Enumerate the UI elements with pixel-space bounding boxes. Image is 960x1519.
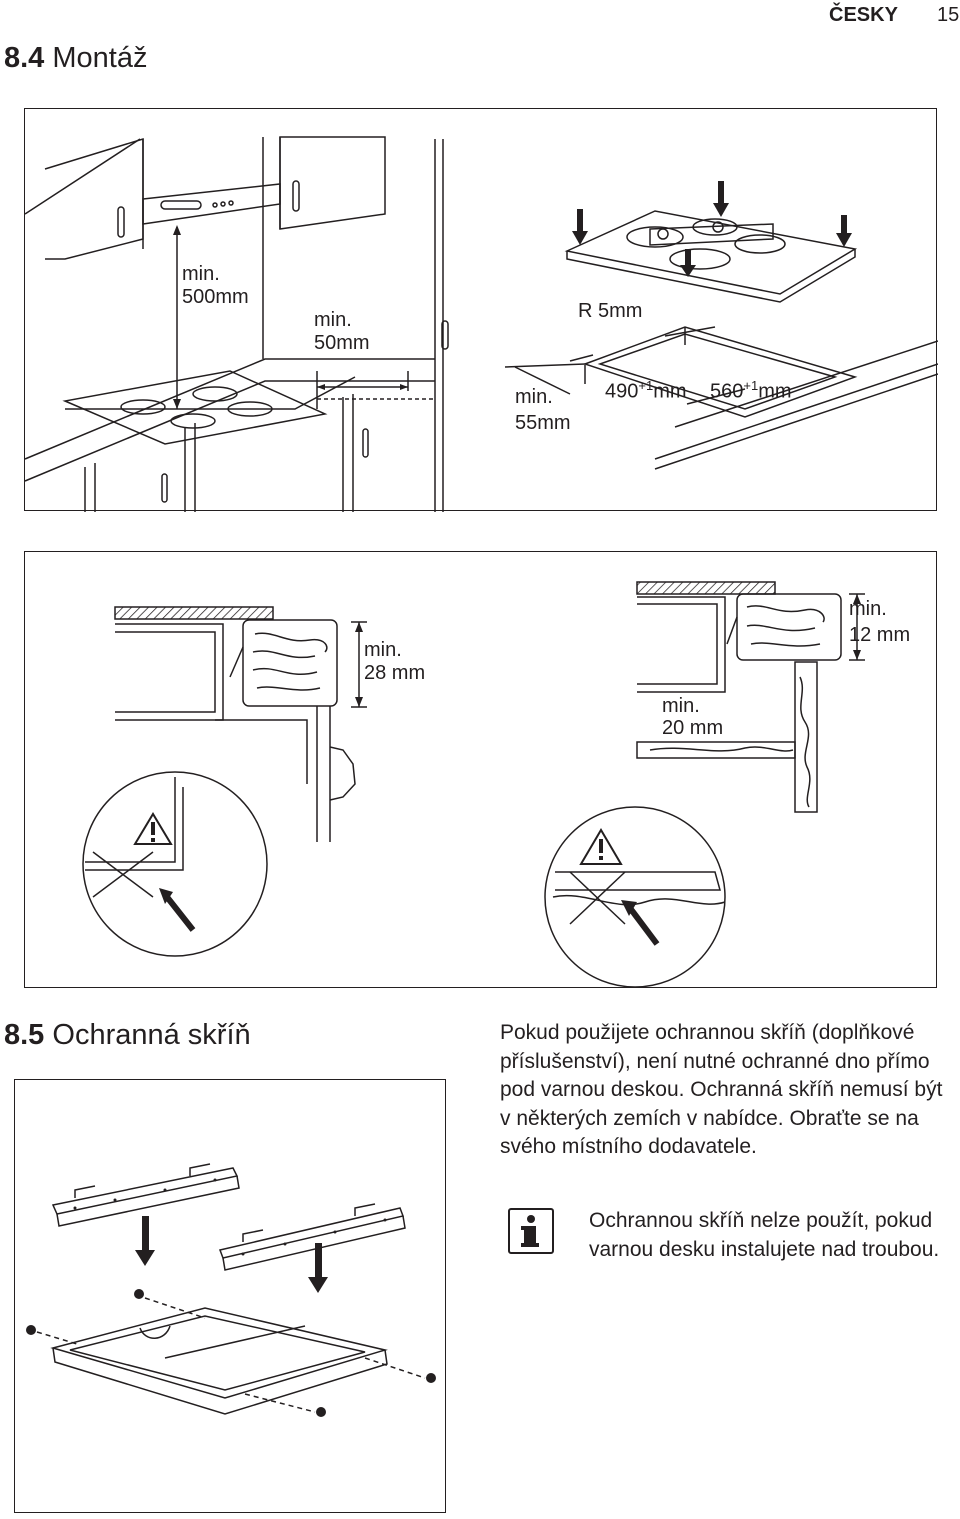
section-title-text: Montáž (52, 42, 148, 74)
side-min-label: min. (314, 309, 352, 331)
page-number: 15 (937, 4, 960, 26)
protective-box-description: Pokud použijete ochrannou skříň (doplňko… (500, 1021, 943, 1158)
cutout-depth-unit: mm (653, 380, 687, 403)
kitchen-installation-illustration (25, 136, 938, 512)
radius-label: R 5mm (578, 300, 643, 322)
right-gap-label: 20 mm (662, 717, 724, 739)
protective-box-illustration (26, 1163, 436, 1417)
right-thickness-label: 12 mm (849, 624, 911, 646)
section-number: 8.5 (4, 1019, 45, 1051)
cutout-width-label: 560+1mm (710, 374, 792, 404)
protective-box-figure (14, 1079, 446, 1513)
hood-min-label: min. (182, 263, 220, 285)
left-thickness-label: 28 mm (364, 662, 426, 684)
cutout-depth-value: 490 (605, 380, 639, 403)
section-number: 8.4 (4, 42, 45, 74)
info-icon (503, 1207, 561, 1255)
edge-distance-label: 55mm (515, 412, 571, 434)
section-title-ochranna-skrin: 8.5 Ochranná skříň (4, 1019, 251, 1052)
side-distance-label: 50mm (314, 332, 370, 354)
installation-distances-figure: min. 500mm min. 50mm R 5mm min. 55mm 490… (24, 108, 938, 512)
left-min-label: min. (364, 639, 402, 661)
cutout-depth-label: 490+1mm (605, 374, 687, 404)
language-label: ČESKY (829, 4, 898, 26)
info-note: Ochrannou skříň nelze použít, pokud varn… (589, 1209, 940, 1261)
section-title-text: Ochranná skříň (52, 1019, 251, 1051)
edge-min-label: min. (515, 386, 553, 408)
section-title-montaz: 8.4 Montáž (4, 42, 148, 75)
right-min12-label: min. (849, 598, 887, 620)
section-detail-illustration (82, 581, 865, 988)
cutout-width-unit: mm (758, 380, 792, 403)
worktop-section-figure: min. 28 mm min. 12 mm min. 20 mm (24, 551, 937, 988)
cutout-width-tolerance: +1 (743, 378, 759, 393)
cutout-width-value: 560 (710, 380, 744, 403)
right-min20-label: min. (662, 695, 700, 717)
hood-distance-label: 500mm (182, 286, 249, 308)
cutout-depth-tolerance: +1 (638, 378, 654, 393)
